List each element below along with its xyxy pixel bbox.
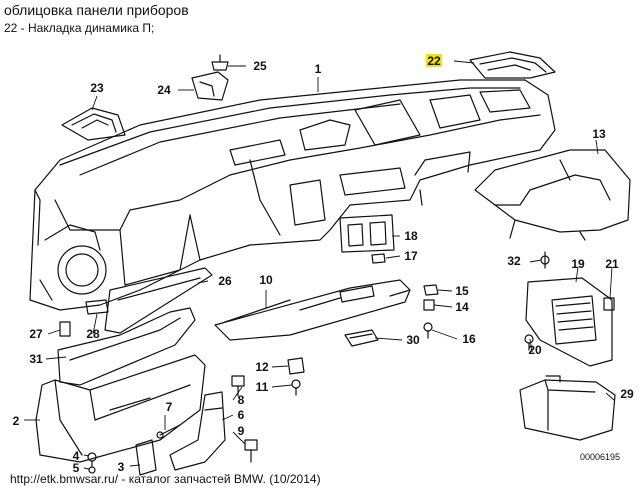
side-panel-19: [525, 277, 613, 367]
callout-labels: 1 2 3 4 5 6 7 8 9 10 11 12 13 14 15 16 1…: [13, 54, 634, 475]
lower-panel-10: [214, 279, 411, 341]
callout-17: 17: [404, 249, 418, 263]
module-box-29: [519, 375, 616, 441]
cover-30: [344, 329, 379, 347]
glovebox-frame-31: [57, 307, 196, 386]
callout-26: 26: [218, 274, 232, 288]
callout-13: 13: [592, 127, 606, 141]
screw-16: [423, 322, 433, 339]
callout-7: 7: [166, 400, 173, 414]
callout-27: 27: [29, 327, 43, 341]
bolt-8: [231, 375, 245, 397]
callout-19: 19: [571, 257, 585, 271]
callout-23: 23: [90, 81, 104, 95]
support-bracket-6: [169, 391, 226, 471]
clip-27: [59, 321, 71, 337]
glovebox-2: [35, 354, 206, 463]
footer-link[interactable]: http://etk.bmwsar.ru/ - каталог запчасте…: [10, 472, 321, 486]
callout-18: 18: [404, 229, 418, 243]
vent-panel-18: [339, 214, 395, 253]
callout-9: 9: [238, 424, 245, 438]
callout-14: 14: [455, 300, 469, 314]
clip-21: [603, 297, 615, 311]
clip-17: [371, 253, 386, 264]
speaker-cover-right: [469, 51, 556, 79]
glovebox-lid-26: [104, 267, 213, 334]
callout-4: 4: [73, 449, 80, 463]
callout-15: 15: [455, 284, 469, 298]
dashboard-panel: [29, 79, 556, 311]
diagram-code: 00006195: [580, 452, 620, 462]
callout-10: 10: [259, 273, 273, 287]
screw-32: [540, 251, 550, 269]
screw-11: [291, 379, 301, 396]
callout-29: 29: [620, 387, 634, 401]
highlight-marker: [426, 54, 442, 67]
callout-2: 2: [13, 414, 20, 428]
screw-20: [524, 334, 534, 351]
callout-5: 5: [73, 461, 80, 475]
bracket-24: [191, 71, 229, 101]
callout-8: 8: [238, 393, 245, 407]
callout-16: 16: [462, 332, 476, 346]
screw-4: [87, 452, 97, 467]
callout-6: 6: [238, 408, 245, 422]
clip-28: [85, 299, 109, 315]
callout-21: 21: [605, 257, 619, 271]
callout-31: 31: [29, 352, 43, 366]
callout-25: 25: [253, 59, 267, 73]
callout-20: 20: [528, 343, 542, 357]
callout-22: 22: [427, 54, 441, 68]
clip-12: [287, 357, 305, 375]
washer-5: [88, 466, 96, 474]
callout-11: 11: [256, 380, 269, 394]
callout-30: 30: [406, 333, 420, 347]
callout-28: 28: [86, 327, 100, 341]
page-title: облицовка панели приборов: [4, 2, 189, 18]
nut-14: [423, 299, 435, 311]
rod-7: [156, 424, 181, 439]
callout-3: 3: [118, 460, 125, 474]
page-subtitle: 22 - Накладка динамика П;: [4, 21, 155, 35]
leader-lines: [24, 60, 615, 470]
callout-32: 32: [507, 254, 521, 268]
speaker-cover-left: [61, 107, 126, 141]
side-duct-13: [474, 149, 631, 241]
callout-12: 12: [255, 360, 269, 374]
callout-24: 24: [157, 83, 171, 97]
callout-1: 1: [315, 62, 322, 76]
bolt-9: [244, 439, 258, 463]
clip-15: [423, 284, 439, 296]
clip-25: [211, 54, 229, 71]
